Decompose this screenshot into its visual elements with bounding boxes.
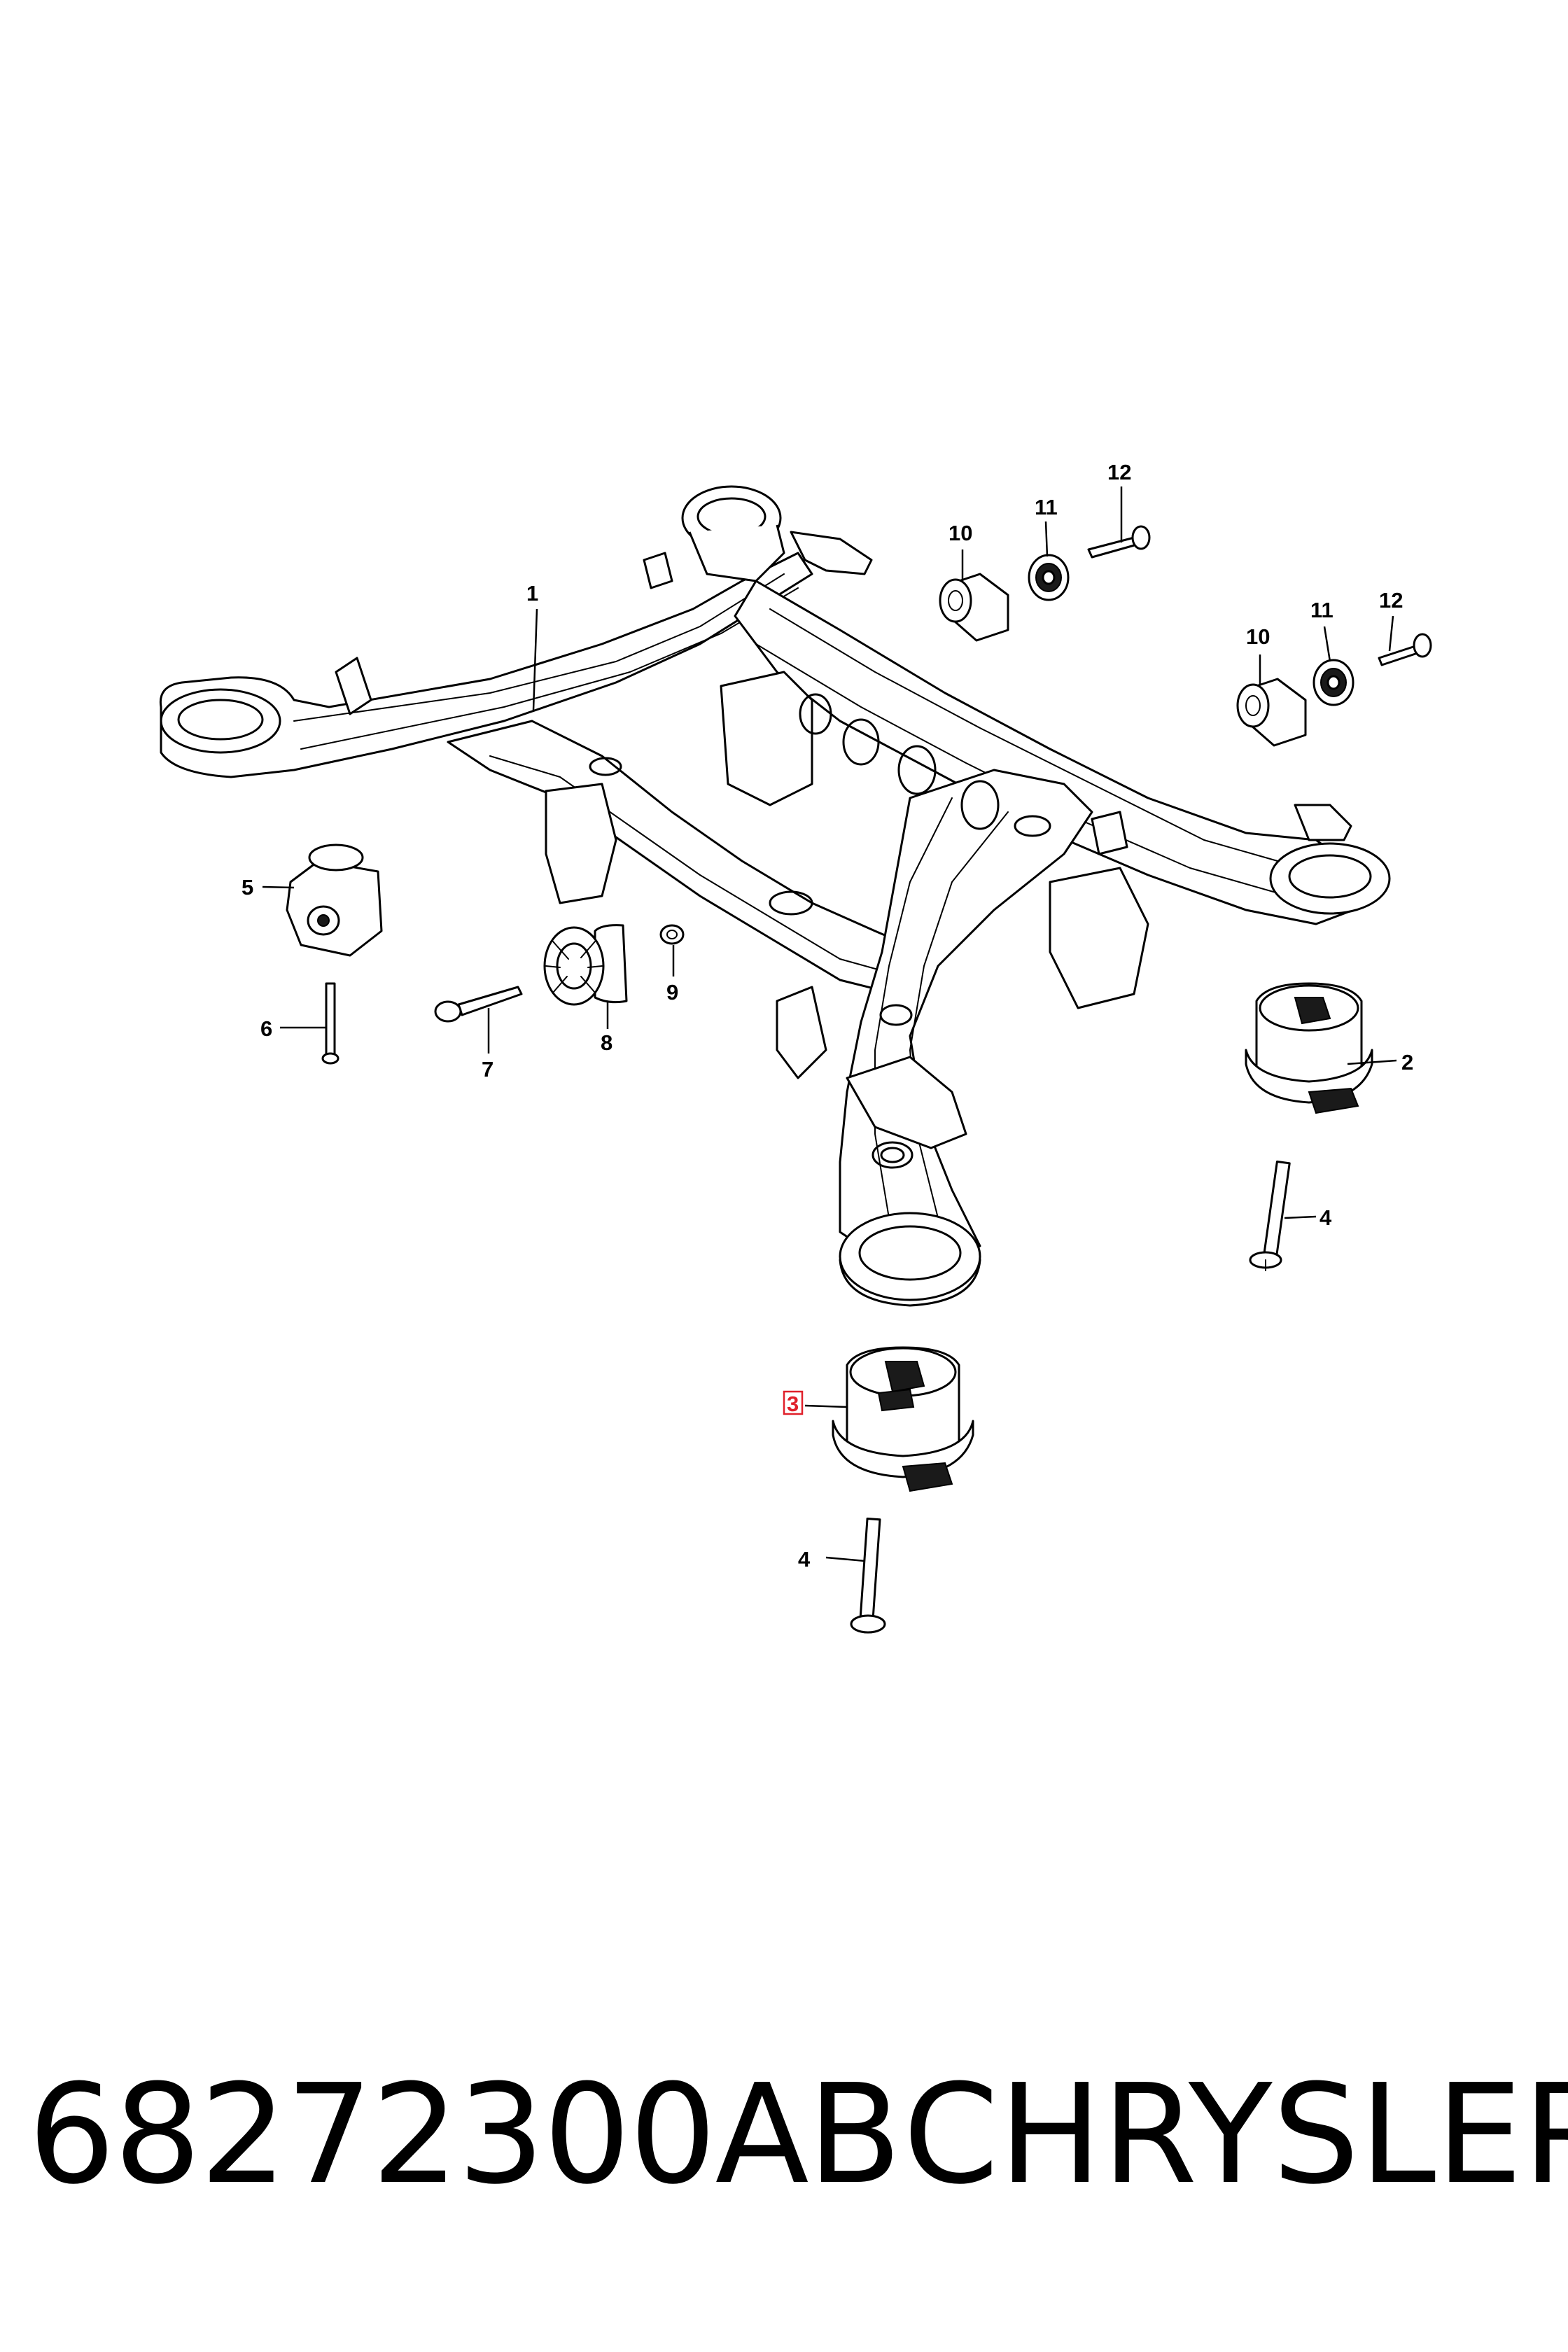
bolt-part-12-upper[interactable] — [1087, 525, 1151, 559]
callout-7: 7 — [482, 1057, 493, 1082]
callout-11-upper: 11 — [1035, 495, 1058, 519]
bolt-part-6[interactable] — [321, 982, 340, 1065]
exploded-parts-diagram: 1 2 3 4 4 5 6 7 8 9 10 10 11 11 12 12 — [159, 460, 1432, 1634]
bushing-part-10-lower[interactable] — [1236, 678, 1307, 747]
callout-10-lower: 10 — [1246, 624, 1270, 649]
callout-5: 5 — [241, 875, 253, 899]
bushing-part-8[interactable] — [543, 924, 628, 1006]
callout-12-lower: 12 — [1379, 588, 1403, 612]
nut-part-9[interactable] — [659, 924, 685, 945]
bushing-part-11-lower[interactable] — [1312, 659, 1354, 706]
footer: 68272300AB CHRYSLER — [0, 2051, 1568, 2233]
rear-crossmember-frame[interactable] — [159, 485, 1391, 1307]
callout-1: 1 — [526, 581, 538, 606]
leader-lines — [262, 486, 1397, 1562]
bolt-part-12-lower[interactable] — [1378, 633, 1432, 666]
callout-2: 2 — [1401, 1050, 1413, 1074]
callout-6: 6 — [260, 1016, 272, 1041]
callout-8: 8 — [601, 1030, 612, 1055]
bolt-part-4-right[interactable] — [1249, 1160, 1291, 1271]
callout-3-highlight — [783, 1390, 804, 1415]
bushing-part-11-upper[interactable] — [1028, 554, 1070, 601]
callout-10-upper: 10 — [948, 521, 972, 545]
part-number: 68272300AB — [28, 2055, 902, 2215]
callout-11-lower: 11 — [1310, 598, 1334, 622]
callout-12-upper: 12 — [1107, 460, 1131, 484]
callout-4-lower: 4 — [798, 1547, 811, 1572]
callout-4-right: 4 — [1320, 1205, 1332, 1230]
callout-3: 3 — [787, 1392, 799, 1416]
bushing-part-10-upper[interactable] — [939, 573, 1009, 642]
bushing-part-3[interactable] — [832, 1346, 974, 1492]
callout-9: 9 — [666, 980, 678, 1004]
bolt-part-4-lower[interactable] — [850, 1518, 886, 1634]
bolt-part-7[interactable] — [434, 986, 523, 1023]
brand-name: CHRYSLER — [903, 2055, 1568, 2215]
bushing-bracket-part-5[interactable] — [286, 844, 383, 957]
bushing-part-2[interactable] — [1245, 982, 1373, 1114]
